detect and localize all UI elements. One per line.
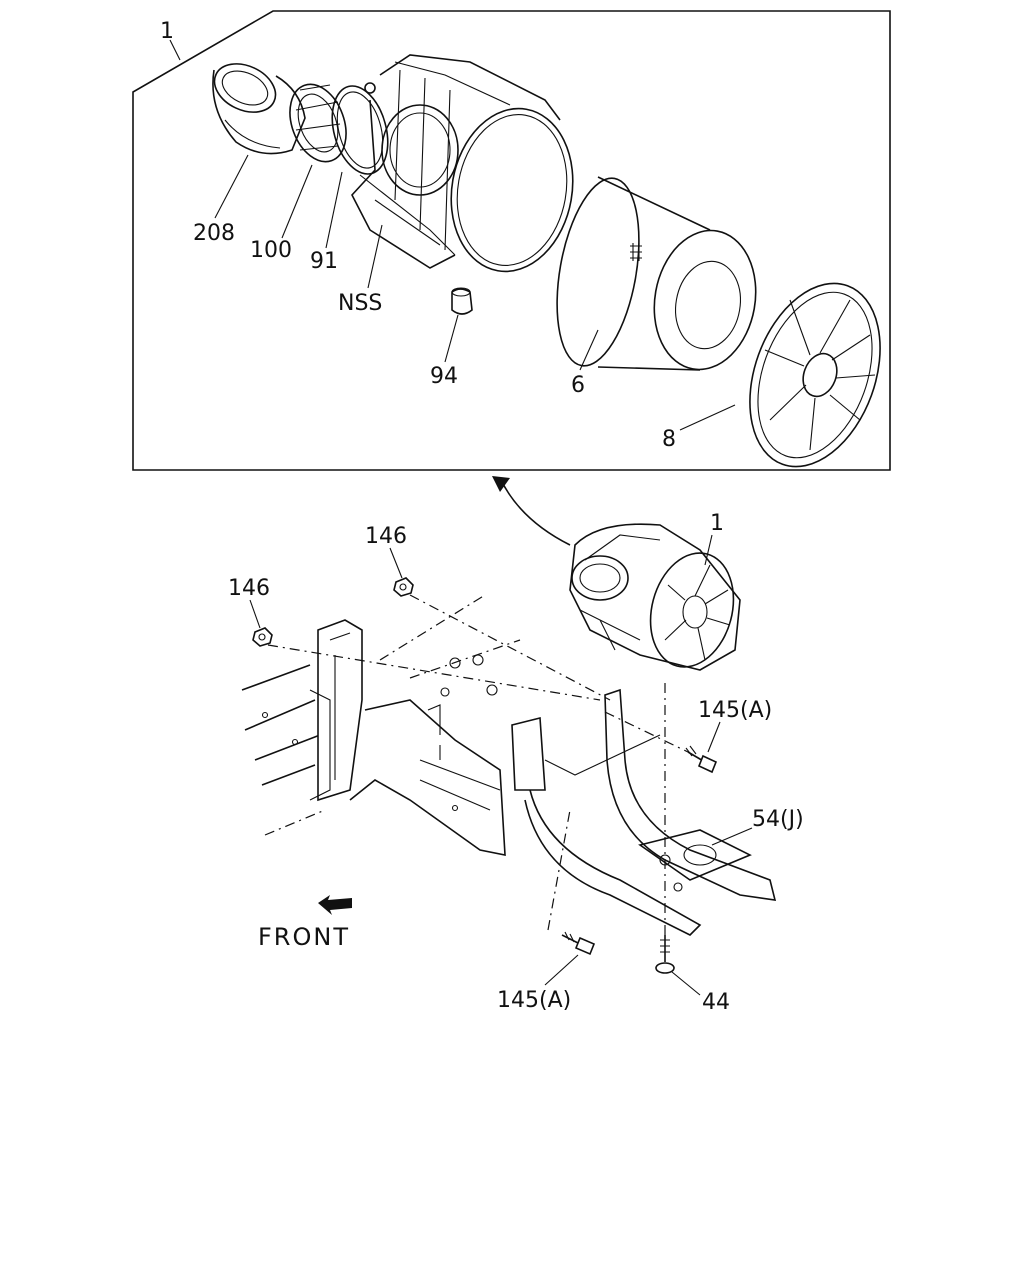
centerline-frame-1 xyxy=(379,594,486,661)
leader-nss xyxy=(367,224,383,289)
callout-94: 94 xyxy=(430,364,458,389)
exploded-view-frame xyxy=(132,10,891,471)
bolt-145a-upper xyxy=(685,745,718,774)
vacuator-valve-94 xyxy=(451,287,473,315)
chassis-frame xyxy=(241,619,506,856)
assembly-arrow-head xyxy=(492,476,510,492)
callout-146-right: 146 xyxy=(365,524,407,549)
leader-44 xyxy=(671,971,701,996)
callout-146-left: 146 xyxy=(228,576,270,601)
air-cleaner-assembly xyxy=(569,523,741,671)
callout-145a-upper: 145(A) xyxy=(698,698,772,723)
bolt-44 xyxy=(655,935,675,974)
leader-146-left xyxy=(249,599,261,629)
centerline-146-left xyxy=(267,644,601,701)
leader-54j xyxy=(711,827,753,846)
leader-94 xyxy=(444,314,459,363)
leader-1-bottom xyxy=(704,534,713,566)
leader-145a-lower xyxy=(544,954,579,986)
front-label: FRONT xyxy=(258,923,350,951)
cover-8 xyxy=(749,282,881,468)
leader-146-right xyxy=(389,547,403,579)
callout-208: 208 xyxy=(193,221,235,246)
leader-8 xyxy=(679,404,736,431)
callout-100: 100 xyxy=(250,238,292,263)
leader-145a-upper xyxy=(707,721,721,753)
centerline-frame-3 xyxy=(409,639,521,679)
hose-100 xyxy=(289,83,347,163)
leader-6 xyxy=(579,329,599,371)
centerline-frame-2 xyxy=(264,809,326,836)
callout-8: 8 xyxy=(662,427,676,452)
support-bracket-54j xyxy=(511,688,777,936)
centerline-bolt-lower xyxy=(547,809,571,931)
centerline-bolt-upper xyxy=(604,711,689,753)
callout-1-bottom: 1 xyxy=(710,511,724,536)
bolt-145a-lower xyxy=(561,931,596,956)
filter-element-6 xyxy=(556,176,757,371)
nut-146-right xyxy=(393,577,414,597)
callout-54j: 54(J) xyxy=(752,807,804,832)
intake-duct-208 xyxy=(212,63,306,155)
assembly-arrow xyxy=(499,477,571,546)
callout-6: 6 xyxy=(571,373,585,398)
nut-146-left xyxy=(252,627,273,647)
leader-100 xyxy=(281,164,313,239)
callout-nss: NSS xyxy=(338,291,382,316)
leader-208 xyxy=(214,154,249,219)
front-arrow-icon xyxy=(318,895,352,915)
centerline-146-right xyxy=(409,594,611,701)
leader-1-top xyxy=(169,39,181,61)
air-cleaner-housing xyxy=(351,54,574,273)
callout-91: 91 xyxy=(310,249,338,274)
leader-91 xyxy=(325,171,343,249)
callout-145a-lower: 145(A) xyxy=(497,988,571,1013)
callout-44: 44 xyxy=(702,990,730,1015)
callout-1-top: 1 xyxy=(160,19,174,44)
